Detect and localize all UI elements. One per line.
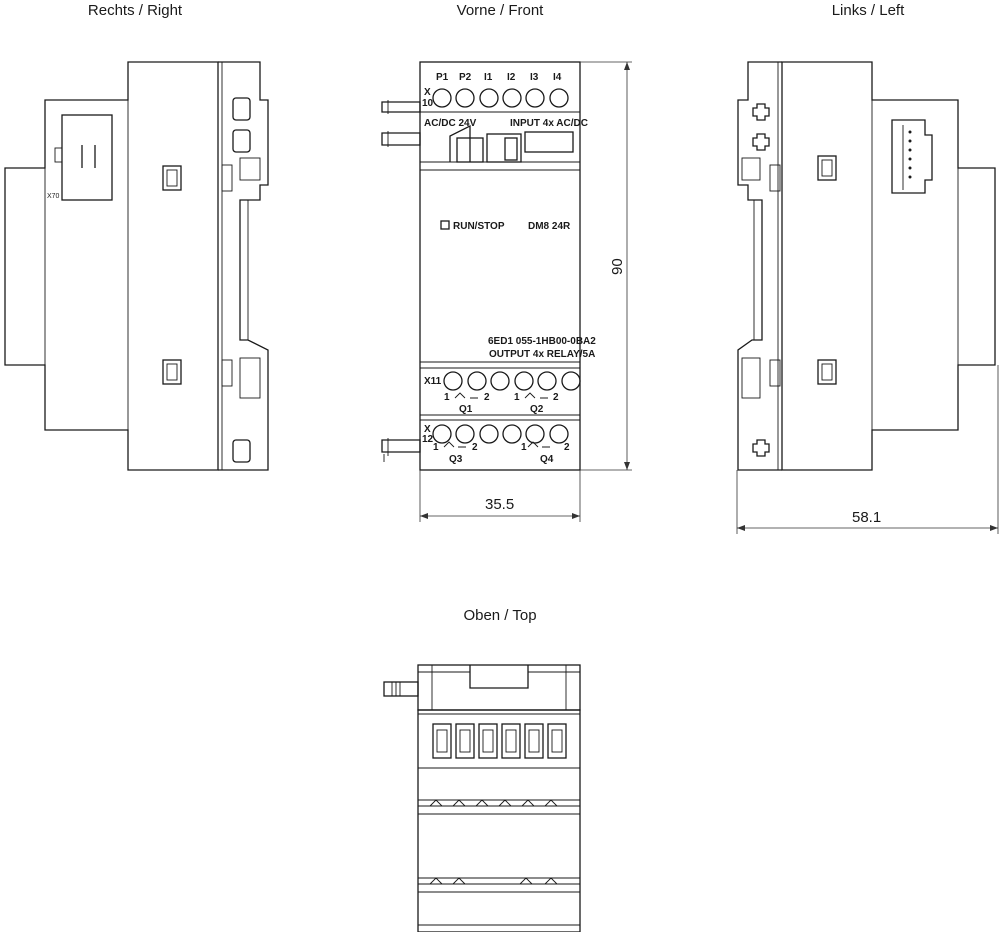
q3-pin2: 2: [472, 442, 478, 453]
input-label: INPUT 4x AC/DC: [510, 118, 588, 129]
q1-pin2: 2: [484, 392, 490, 403]
q2-pin2: 2: [553, 392, 559, 403]
left-side-view: 58.1: [736, 61, 999, 534]
q4-pin1: 1: [521, 442, 527, 453]
q1-label: Q1: [459, 404, 473, 415]
terminal-label-i2: I2: [507, 72, 516, 83]
x12-label-x: X: [424, 424, 431, 435]
dimension-height: 90: [609, 258, 626, 275]
q4-label: Q4: [540, 454, 554, 465]
q4-pin2: 2: [564, 442, 570, 453]
model-label: DM8 24R: [528, 221, 571, 232]
q3-pin1: 1: [433, 442, 439, 453]
x70-label: X70: [47, 193, 60, 200]
view-title-front: Vorne / Front: [456, 2, 544, 19]
q2-label: Q2: [530, 404, 544, 415]
dimension-width: 35.5: [485, 496, 514, 513]
q1-pin1: 1: [444, 392, 450, 403]
terminal-label-p2: P2: [459, 72, 472, 83]
terminal-label-i3: I3: [530, 72, 539, 83]
right-side-view: X70: [4, 61, 269, 471]
view-title-right: Rechts / Right: [87, 2, 183, 19]
front-view: P1 P2 I1 I2 I3 I4 X 10 AC/DC 24V INPUT 4…: [381, 61, 632, 522]
dimension-depth: 58.1: [852, 509, 881, 526]
top-view: [383, 664, 581, 932]
order-number-label: 6ED1 055-1HB00-0BA2: [488, 336, 596, 347]
x10-label-num: 10: [422, 98, 434, 109]
view-title-top: Oben / Top: [463, 607, 537, 624]
run-stop-label: RUN/STOP: [453, 221, 505, 232]
q2-pin1: 1: [514, 392, 520, 403]
x11-label: X11: [424, 376, 442, 387]
x12-label-num: 12: [422, 434, 434, 445]
output-label: OUTPUT 4x RELAY/5A: [489, 349, 595, 360]
terminal-label-i1: I1: [484, 72, 493, 83]
x10-label-x: X: [424, 87, 431, 98]
view-title-left: Links / Left: [831, 2, 905, 19]
terminal-label-i4: I4: [553, 72, 562, 83]
terminal-label-p1: P1: [436, 72, 449, 83]
supply-label: AC/DC 24V: [424, 118, 477, 129]
q3-label: Q3: [449, 454, 463, 465]
